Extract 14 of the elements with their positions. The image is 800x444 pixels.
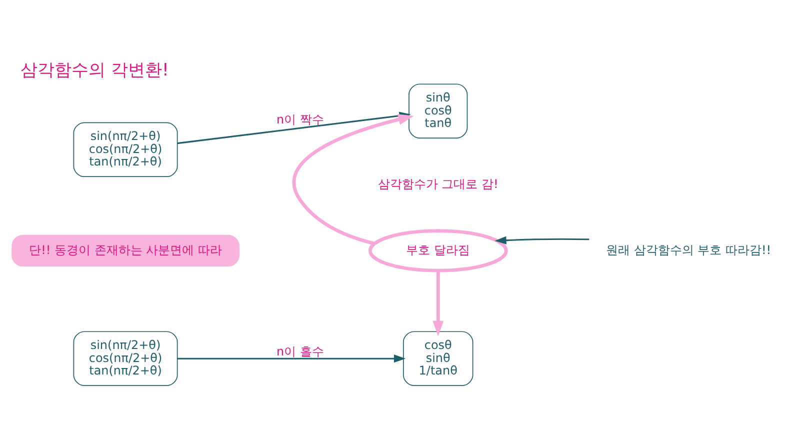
edge-label: n이 짝수 <box>276 112 324 126</box>
node-box: sin(nπ/2+θ) cos(nπ/2+θ) tan(nπ/2+θ) <box>73 331 178 386</box>
node-text: 원래 삼각함수의 부호 따라감!! <box>606 242 772 257</box>
arrow <box>494 236 590 244</box>
edge-label: n이 홀수 <box>276 344 324 358</box>
node-box: cosθ sinθ 1/tanθ <box>403 331 474 386</box>
arrow <box>292 114 414 246</box>
node-box: sinθ cosθ tanθ <box>408 84 468 138</box>
diagram-title: 삼각함수의 각변환! <box>20 60 169 81</box>
label: 삼각함수가 그대로 감! <box>378 176 498 191</box>
arrow <box>432 270 444 336</box>
node-box: 단!! 동경이 존재하는 사분면에 따라 <box>12 234 240 267</box>
node-box: sin(nπ/2+θ) cos(nπ/2+θ) tan(nπ/2+θ) <box>73 122 178 178</box>
arrow <box>177 354 406 363</box>
